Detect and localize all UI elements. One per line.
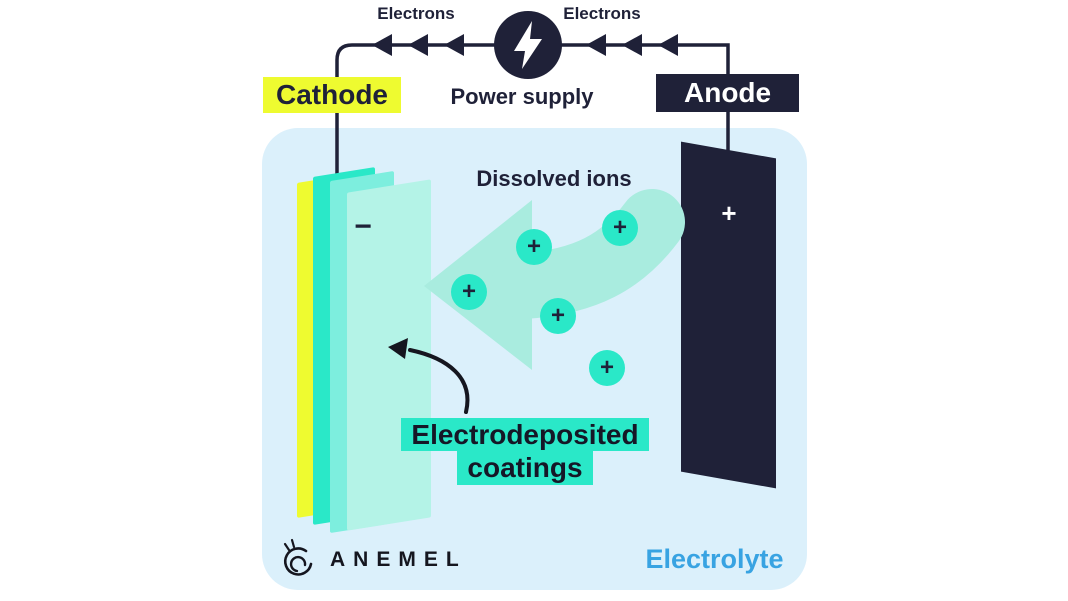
ion-particle: + xyxy=(589,350,625,386)
power-supply-icon xyxy=(494,11,562,79)
power-supply-label: Power supply xyxy=(450,84,594,109)
cathode-minus-sign: − xyxy=(354,210,372,243)
electrodeposited-line1: Electrodeposited xyxy=(401,418,649,452)
electrons-label-right: Electrons xyxy=(563,4,641,23)
lightning-icon xyxy=(514,21,542,69)
cathode-label: Cathode xyxy=(263,77,401,113)
brand-name: ANEMEL xyxy=(330,548,467,571)
electrodeposited-coatings-label: Electrodeposited coatings xyxy=(345,418,705,485)
electrolyte-label: Electrolyte xyxy=(645,544,784,574)
electrodeposited-line2: coatings xyxy=(457,451,593,485)
ion-particle: + xyxy=(602,210,638,246)
brand-logo: ANEMEL xyxy=(276,538,467,582)
electrons-label-left: Electrons xyxy=(377,4,455,23)
ion-particle: + xyxy=(516,229,552,265)
electron-flow-arrow-icons xyxy=(372,34,678,56)
anemel-logo-icon xyxy=(283,538,313,576)
ion-particle: + xyxy=(451,274,487,310)
ion-particle: + xyxy=(540,298,576,334)
dissolved-ions-label: Dissolved ions xyxy=(476,166,632,191)
anode-label: Anode xyxy=(656,74,800,112)
anode-plus-sign: + xyxy=(721,198,737,228)
